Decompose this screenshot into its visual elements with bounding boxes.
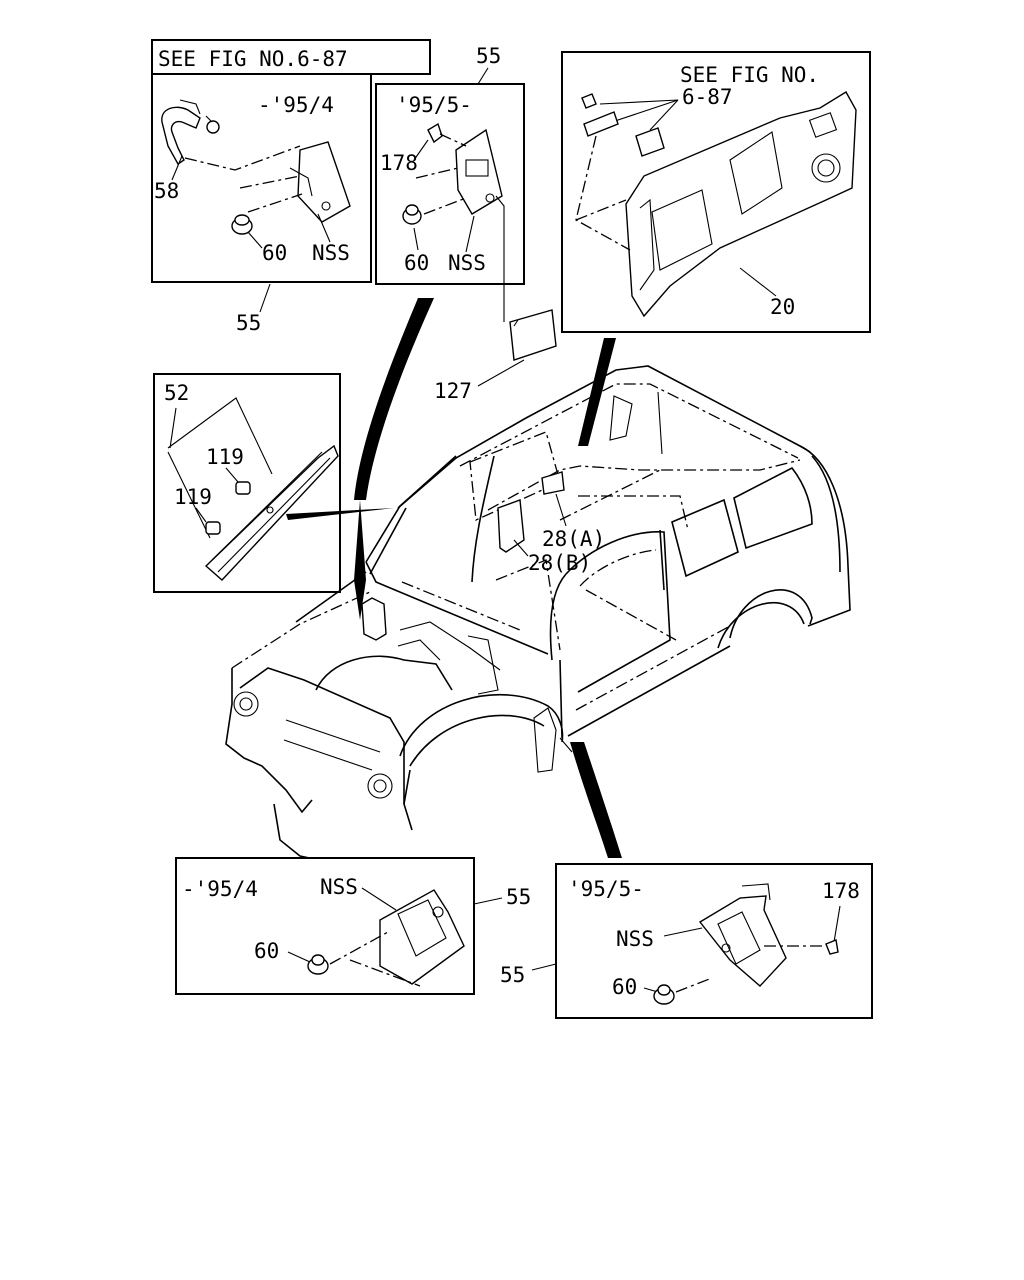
- detail-arrows: [286, 298, 622, 858]
- detail-box-bottom-right: '95/5- 178 NSS 55 60: [500, 863, 873, 1019]
- part-127: 127: [434, 309, 557, 403]
- part-number-58: 58: [154, 179, 179, 203]
- not-separately-serviced-label: NSS: [448, 251, 486, 275]
- detail-box-bottom-left: -'95/4 NSS 55 60: [175, 857, 531, 995]
- part-number-20: 20: [770, 295, 795, 319]
- not-separately-serviced-label: NSS: [616, 927, 654, 951]
- part-number-52: 52: [164, 381, 189, 405]
- detail-box-top-left: SEE FIG NO.6-87 -'95/4 58 60 NSS 55: [151, 39, 431, 335]
- part-number-28b: 28(B): [528, 551, 591, 575]
- part-number-55: 55: [236, 311, 261, 335]
- date-range-label: '95/5-: [396, 93, 472, 117]
- part-number-119: 119: [174, 485, 212, 509]
- see-fig-note: SEE FIG NO.: [680, 63, 819, 87]
- part-number-60: 60: [404, 251, 429, 275]
- date-range-label: '95/5-: [568, 877, 644, 901]
- not-separately-serviced-label: NSS: [320, 875, 358, 899]
- part-number-55: 55: [500, 963, 525, 987]
- part-number-55: 55: [506, 885, 531, 909]
- detail-box-mid-left: 52 119 119: [153, 373, 341, 593]
- part-number-178: 178: [822, 879, 860, 903]
- part-number-55: 55: [476, 44, 501, 68]
- part-number-60: 60: [262, 241, 287, 265]
- date-range-label: -'95/4: [182, 877, 258, 901]
- part-number-127: 127: [434, 379, 472, 403]
- see-fig-note-top-left: SEE FIG NO.6-87: [158, 47, 348, 71]
- detail-box-top-center: 55 '95/5- 178 60 NSS: [375, 44, 525, 322]
- date-range-label: -'95/4: [258, 93, 334, 117]
- part-number-178: 178: [380, 151, 418, 175]
- part-number-60: 60: [254, 939, 279, 963]
- part-number-60: 60: [612, 975, 637, 999]
- see-fig-note-number: 6-87: [682, 85, 733, 109]
- vehicle-body: 28(A) 28(B): [225, 365, 851, 869]
- detail-box-top-right: SEE FIG NO. 6-87 20: [561, 51, 871, 333]
- part-number-119: 119: [206, 445, 244, 469]
- part-number-28a: 28(A): [542, 527, 605, 551]
- not-separately-serviced-label: NSS: [312, 241, 350, 265]
